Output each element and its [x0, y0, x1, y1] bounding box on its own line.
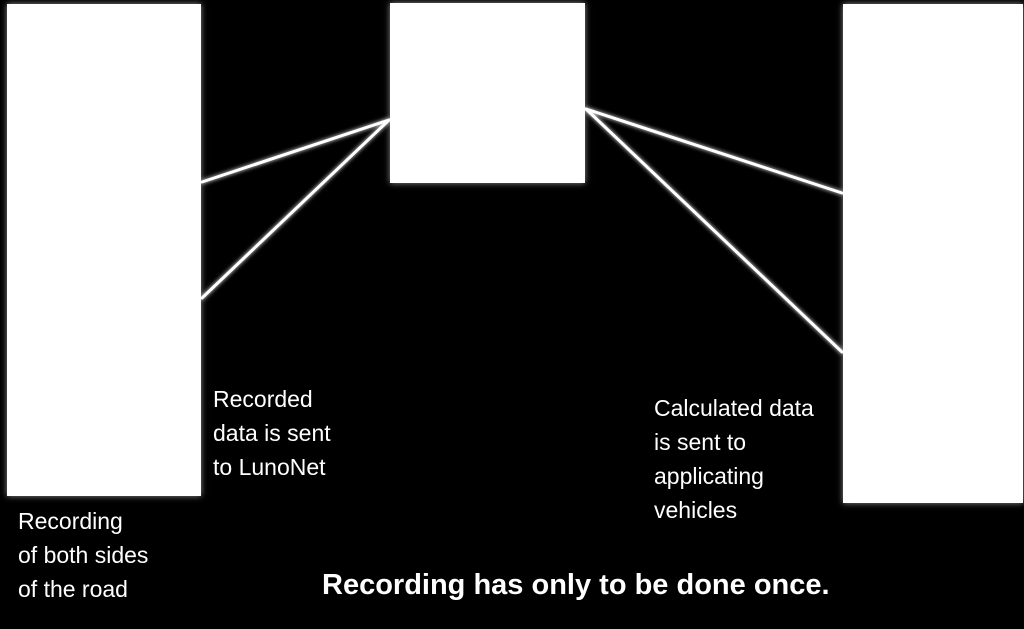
recording-caption: Recording of both sides of the road [18, 508, 149, 602]
connector-right-lower [584, 107, 844, 354]
vehicles-panel [843, 4, 1023, 503]
recording-panel [7, 4, 201, 496]
connector-right-upper [584, 107, 844, 195]
connector-left-upper [200, 118, 391, 184]
sent-to-lunonet-caption: Recorded data is sent to LunoNet [213, 386, 331, 480]
connector-left-lower [200, 118, 391, 300]
footer-note: Recording has only to be done once. [322, 569, 830, 601]
lunonet-panel [390, 3, 585, 183]
calculated-data-caption: Calculated data is sent to applicating v… [654, 395, 814, 523]
